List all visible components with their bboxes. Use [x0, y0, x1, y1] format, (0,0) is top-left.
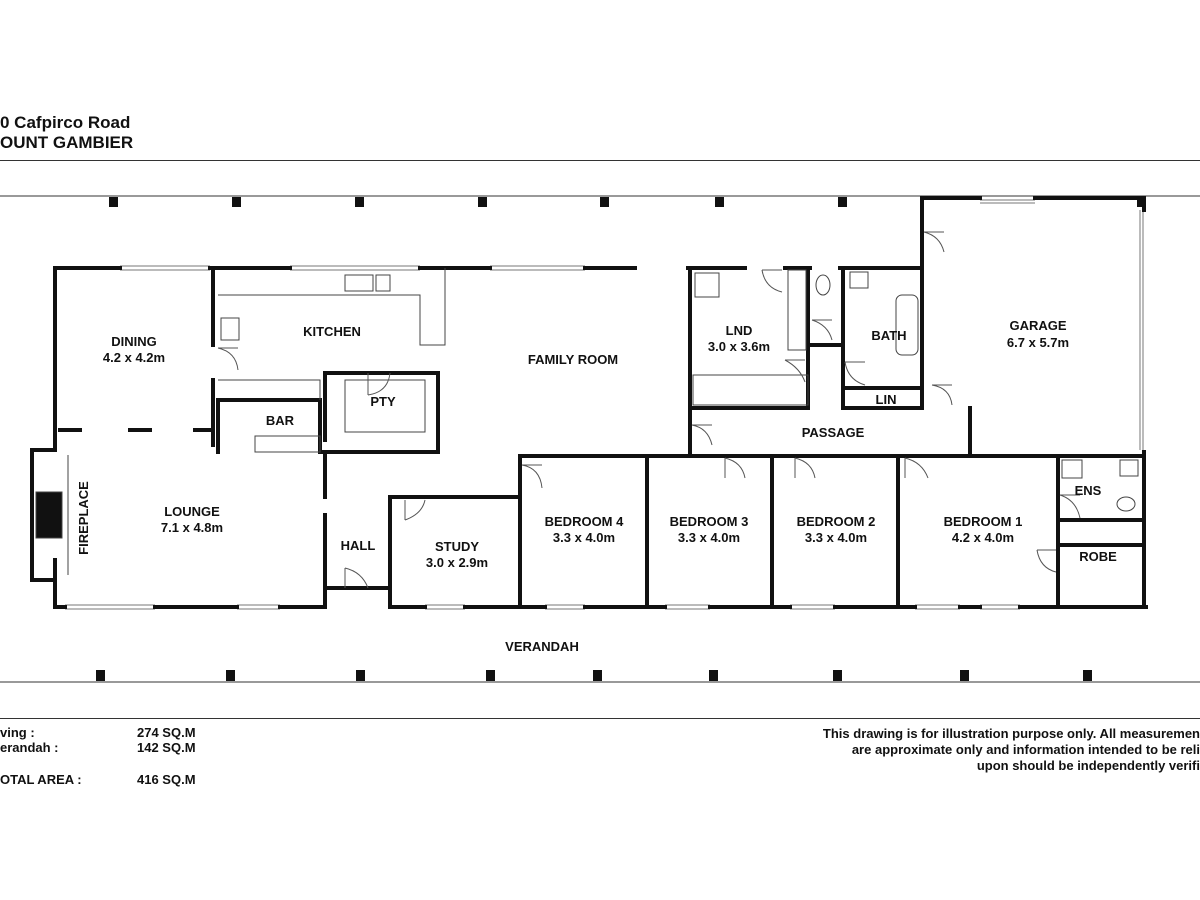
- header-rule: [0, 160, 1200, 161]
- area-total-value: 416 SQ.M: [137, 772, 196, 787]
- label-lnd-size: 3.0 x 3.6m: [708, 339, 770, 354]
- disclaimer-line-3: upon should be independently verifi: [976, 758, 1200, 773]
- label-bath: BATH: [871, 328, 906, 343]
- area-living-label: ving :: [0, 725, 35, 740]
- label-lounge-size: 7.1 x 4.8m: [161, 520, 223, 535]
- label-dining-size: 4.2 x 4.2m: [103, 350, 165, 365]
- label-bedroom-1: BEDROOM 1: [944, 514, 1023, 529]
- label-bedroom-1-size: 4.2 x 4.0m: [952, 530, 1014, 545]
- label-bedroom-3-size: 3.3 x 4.0m: [678, 530, 740, 545]
- disclaimer: This drawing is for illustration purpose…: [780, 726, 1200, 774]
- address-line-1: 0 Cafpirco Road: [0, 113, 131, 132]
- label-lounge: LOUNGE: [164, 504, 220, 519]
- label-hall: HALL: [341, 538, 376, 553]
- label-bedroom-3: BEDROOM 3: [670, 514, 749, 529]
- area-verandah-label: erandah :: [0, 740, 59, 755]
- label-bedroom-4: BEDROOM 4: [545, 514, 625, 529]
- verandah-posts: [96, 197, 1146, 681]
- verandah-outline: [0, 195, 1200, 683]
- label-fireplace: FIREPLACE: [76, 481, 91, 555]
- label-lin: LIN: [876, 392, 897, 407]
- label-robe: ROBE: [1079, 549, 1117, 564]
- disclaimer-line-1: This drawing is for illustration purpose…: [822, 726, 1200, 741]
- label-ens: ENS: [1075, 483, 1102, 498]
- label-bedroom-2-size: 3.3 x 4.0m: [805, 530, 867, 545]
- label-family-room: FAMILY ROOM: [528, 352, 618, 367]
- label-garage: GARAGE: [1009, 318, 1066, 333]
- label-study-size: 3.0 x 2.9m: [426, 555, 488, 570]
- label-garage-size: 6.7 x 5.7m: [1007, 335, 1069, 350]
- door-swings: [217, 231, 1081, 589]
- label-lnd: LND: [726, 323, 753, 338]
- area-living-value: 274 SQ.M: [137, 725, 196, 740]
- label-bar: BAR: [266, 413, 295, 428]
- area-total-label: OTAL AREA :: [0, 772, 82, 787]
- windows: [65, 199, 1144, 610]
- label-kitchen: KITCHEN: [303, 324, 361, 339]
- label-verandah: VERANDAH: [505, 639, 579, 654]
- label-passage: PASSAGE: [802, 425, 865, 440]
- fixtures: [35, 268, 1139, 575]
- room-labels: DINING 4.2 x 4.2m KITCHEN FAMILY ROOM LN…: [76, 318, 1117, 654]
- area-verandah-value: 142 SQ.M: [137, 740, 196, 755]
- footer-rule: [0, 718, 1200, 719]
- label-dining: DINING: [111, 334, 157, 349]
- label-study: STUDY: [435, 539, 479, 554]
- walls: [30, 196, 1148, 609]
- label-bedroom-2: BEDROOM 2: [797, 514, 876, 529]
- address-line-2: OUNT GAMBIER: [0, 133, 134, 152]
- label-bedroom-4-size: 3.3 x 4.0m: [553, 530, 615, 545]
- label-pty: PTY: [370, 394, 396, 409]
- disclaimer-line-2: are approximate only and information int…: [851, 742, 1200, 757]
